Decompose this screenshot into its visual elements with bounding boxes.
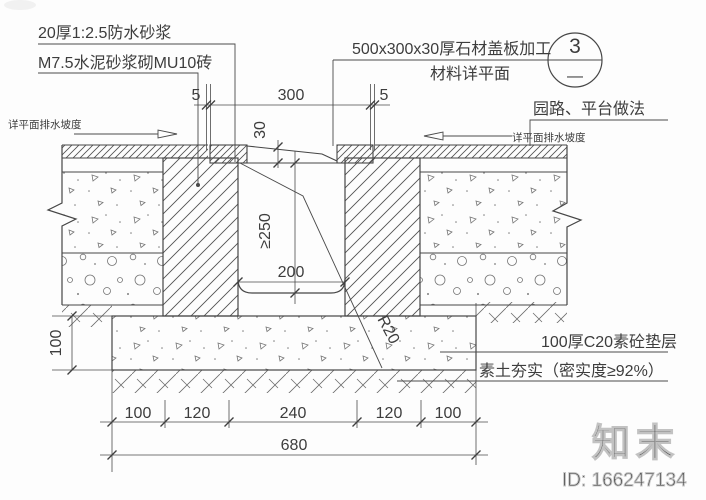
dim-cover-width: 300: [278, 87, 305, 104]
leader-lines: [38, 43, 668, 382]
watermark-logo: 知末: [592, 423, 680, 465]
label-brick-masonry: M7.5水泥砂浆砌MU10砖: [38, 54, 212, 72]
pavement-layers-right: [373, 145, 567, 305]
detail-callout-circle: [547, 32, 603, 88]
dim-bottom-5: 100: [435, 405, 462, 422]
channel-floor: [237, 278, 346, 294]
watermark-id: ID: 166247134: [562, 470, 687, 491]
dim-overall-width: 680: [281, 437, 308, 454]
dimension-ticks: [67, 100, 481, 460]
brick-wall-right: [344, 157, 421, 317]
label-waterproof-mortar: 20厚1:2.5防水砂浆: [38, 24, 171, 42]
label-stone-cover: 500x300x30厚石材盖板加工: [352, 40, 551, 58]
label-path-platform: 园路、平台做法: [533, 100, 645, 118]
dim-cover-thickness: 30: [252, 121, 269, 139]
label-compacted-soil: 素土夯实（密实度≥92%）: [479, 362, 664, 380]
dim-channel-depth: ≥250: [257, 213, 274, 249]
label-drainage-slope-right: 详平面排水坡度: [512, 131, 586, 144]
concrete-cushion-bed: [111, 315, 477, 371]
label-concrete-cushion: 100厚C20素砼垫层: [541, 333, 677, 351]
dim-joint-right: 5: [380, 87, 389, 104]
dim-bottom-1: 100: [125, 405, 152, 422]
slope-arrow-right: [423, 131, 512, 141]
leader-end-dot: [196, 183, 200, 187]
label-drainage-slope-left: 详平面排水坡度: [8, 118, 82, 131]
dim-bottom-2: 120: [184, 405, 211, 422]
stone-cover-plate: [246, 145, 338, 164]
corner-smudge: [4, 0, 36, 10]
brick-wall-left: [162, 157, 239, 317]
dim-joint-left: 5: [192, 87, 201, 104]
callout-sheet-number: —: [567, 68, 583, 85]
callout-detail-number: 3: [569, 35, 581, 58]
dim-bottom-4: 120: [376, 405, 403, 422]
label-stone-cover-note: 材料详平面: [430, 65, 510, 83]
break-line-edges: [46, 145, 583, 305]
dim-channel-width: 200: [278, 264, 305, 281]
pavement-layers-left: [62, 145, 208, 305]
cover-rebate-right: [336, 144, 374, 164]
dim-cushion-thickness: 100: [48, 330, 65, 357]
cover-rebate-left: [209, 144, 248, 164]
dim-bottom-3: 240: [280, 405, 307, 422]
slope-arrow-left: [74, 129, 178, 139]
